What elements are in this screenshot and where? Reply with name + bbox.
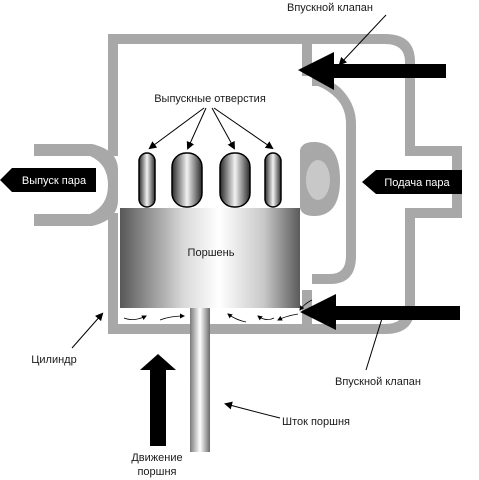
intake-valve-bottom-pointer [365, 310, 387, 371]
cylinder-right-wall-upper [302, 34, 312, 76]
exhaust-port-3 [219, 152, 251, 208]
exhaust-ports-pointers [148, 107, 274, 150]
exhaust-port-2 [171, 152, 203, 208]
cylinder-top-wall [108, 34, 312, 44]
inlet-arrow-top [298, 52, 446, 90]
exhaust-ports [138, 152, 282, 208]
exhaust-port-1 [138, 152, 156, 208]
cylinder-pointer [71, 312, 104, 349]
piston-rod-label: Шток поршня [282, 416, 350, 428]
steam-supply-arrow: Подача пара [362, 170, 462, 194]
intake-valve-bottom-label: Впускной клапан [335, 376, 421, 388]
piston-motion-arrow [140, 354, 176, 446]
piston-rod-pointer [224, 401, 281, 419]
steam-exhaust-arrow: Выпуск пара [0, 168, 96, 192]
cylinder-bottom-wall-left [108, 324, 190, 334]
exhaust-port-4 [264, 152, 282, 208]
intake-valve-top-pointer [338, 14, 387, 66]
piston-rod [190, 308, 210, 452]
cylinder-left-wall-lower [108, 213, 118, 334]
steam-exhaust-label: Выпуск пара [22, 175, 87, 187]
piston-label: Поршень [188, 247, 235, 259]
piston-motion-label-line2: поршня [137, 466, 176, 478]
intake-valve-top-label: Впускной клапан [287, 2, 373, 14]
piston [120, 208, 300, 308]
exhaust-ports-label: Выпускные отверстия [154, 93, 266, 105]
cylinder-bottom-wall-right [210, 324, 312, 334]
cylinder-left-wall-upper [108, 34, 118, 156]
piston-motion-label-line1: Движение [131, 452, 182, 464]
steam-supply-label: Подача пара [384, 177, 450, 189]
steam-flow-arrows [123, 299, 313, 323]
cylinder-label: Цилиндр [31, 354, 76, 366]
steam-chest [300, 34, 462, 334]
